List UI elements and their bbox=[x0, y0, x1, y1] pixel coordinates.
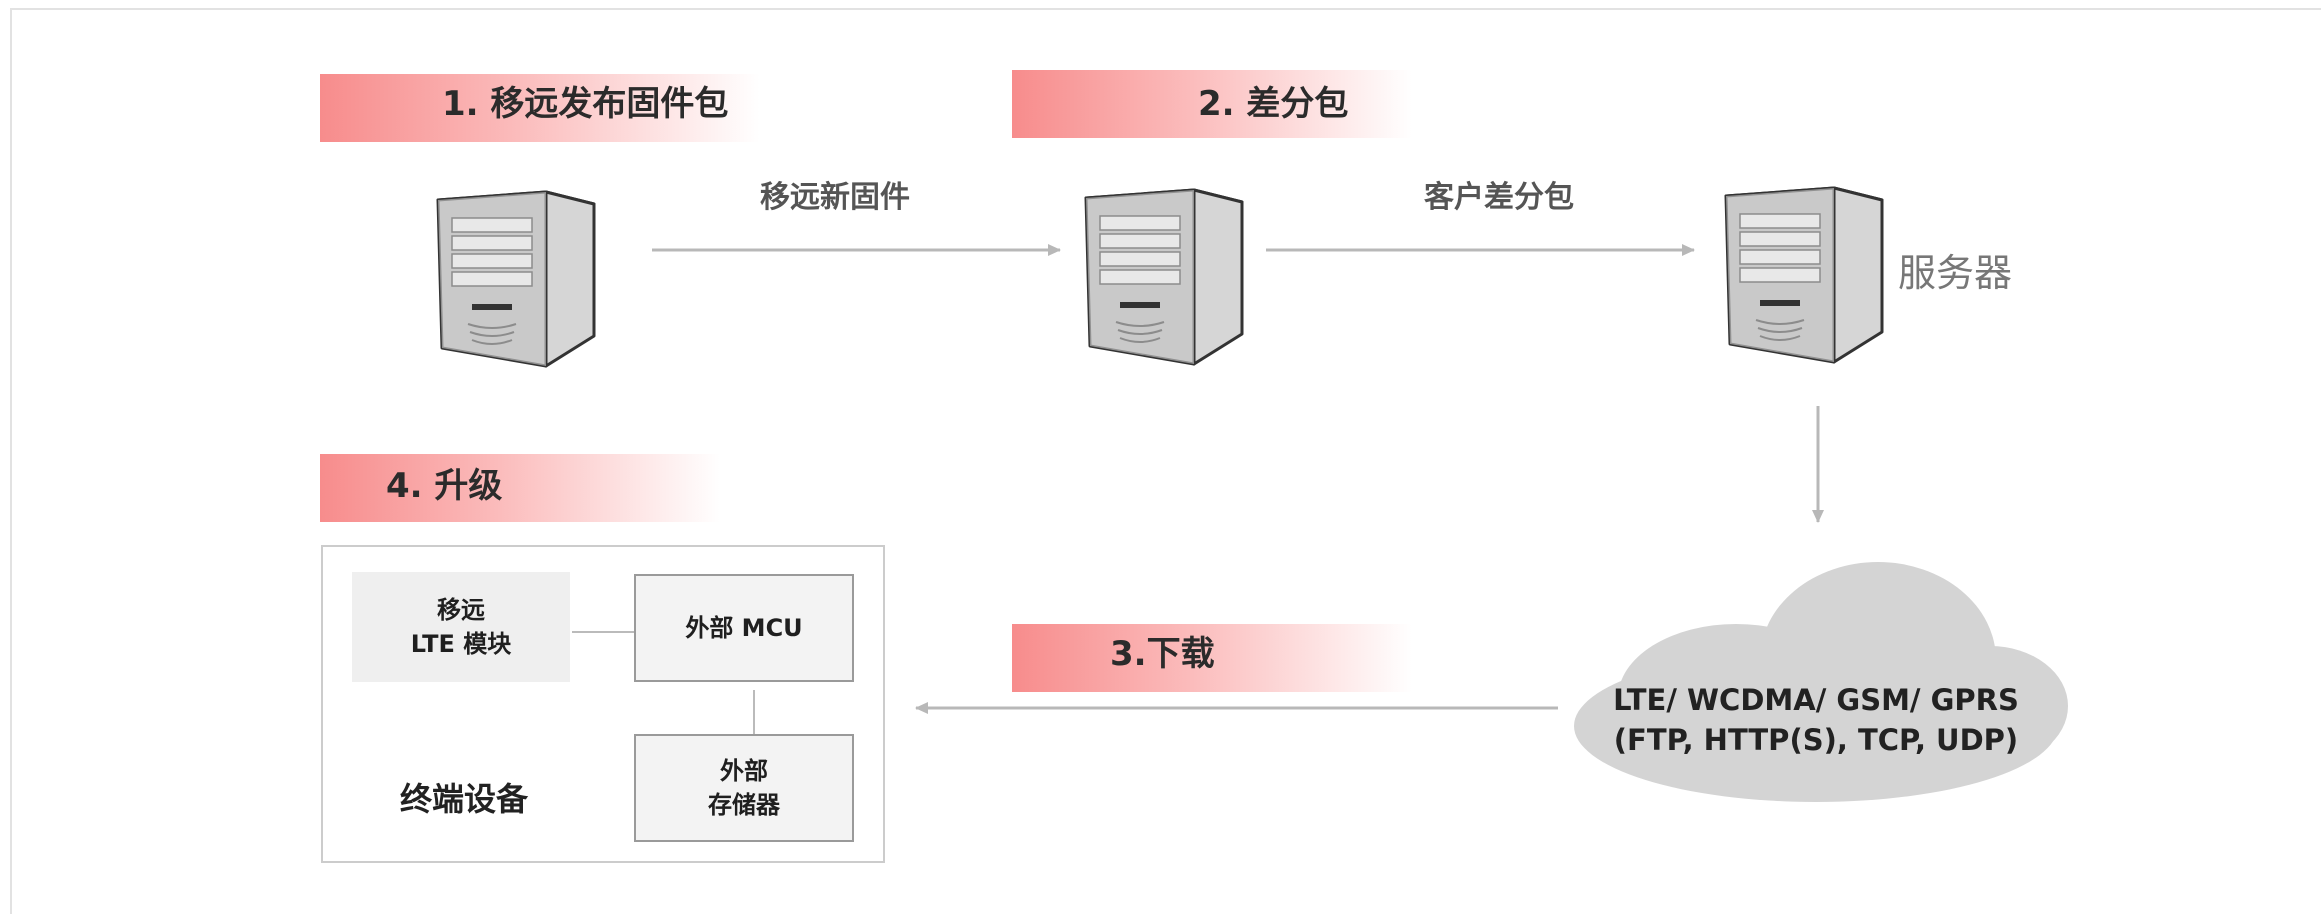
lte-module-line2: LTE 模块 bbox=[410, 630, 512, 658]
cloud-network-line: LTE/ WCDMA/ GSM/ GPRS bbox=[1613, 683, 2019, 717]
step1-title: 1. 移远发布固件包 bbox=[442, 84, 729, 124]
external-mcu-box: 外部 MCU bbox=[634, 574, 854, 682]
external-storage-line2: 存储器 bbox=[708, 791, 780, 819]
lte-module-line1: 移远 bbox=[436, 596, 485, 624]
step1-banner bbox=[320, 74, 760, 142]
firmware-arrow-label: 移远新固件 bbox=[760, 180, 910, 215]
server-icon bbox=[1084, 188, 1244, 366]
cloud-protocol-line: (FTP, HTTP(S), TCP, UDP) bbox=[1613, 723, 2019, 757]
step4-banner bbox=[320, 454, 720, 522]
cloud-text: LTE/ WCDMA/ GSM/ GPRS (FTP, HTTP(S), TCP… bbox=[1576, 680, 2056, 760]
frame-border-left bbox=[10, 8, 12, 914]
frame-border-top bbox=[10, 8, 2321, 10]
external-storage-line1: 外部 bbox=[720, 757, 768, 785]
external-mcu-label: 外部 MCU bbox=[685, 614, 803, 642]
delta-arrow-label: 客户差分包 bbox=[1424, 180, 1574, 215]
server-icon bbox=[436, 190, 596, 368]
step4-title: 4. 升级 bbox=[386, 466, 503, 506]
step2-title: 2. 差分包 bbox=[1198, 84, 1349, 124]
step3-title: 3.下载 bbox=[1110, 634, 1215, 674]
step3-banner bbox=[1012, 624, 1412, 692]
step2-banner bbox=[1012, 70, 1412, 138]
cloud-icon bbox=[1574, 562, 2068, 802]
server-label: 服务器 bbox=[1898, 251, 2013, 295]
external-storage-box: 外部 存储器 bbox=[634, 734, 854, 842]
terminal-device-label: 终端设备 bbox=[400, 780, 529, 818]
server-icon bbox=[1724, 186, 1884, 364]
lte-module-box: 移远 LTE 模块 bbox=[352, 572, 570, 682]
